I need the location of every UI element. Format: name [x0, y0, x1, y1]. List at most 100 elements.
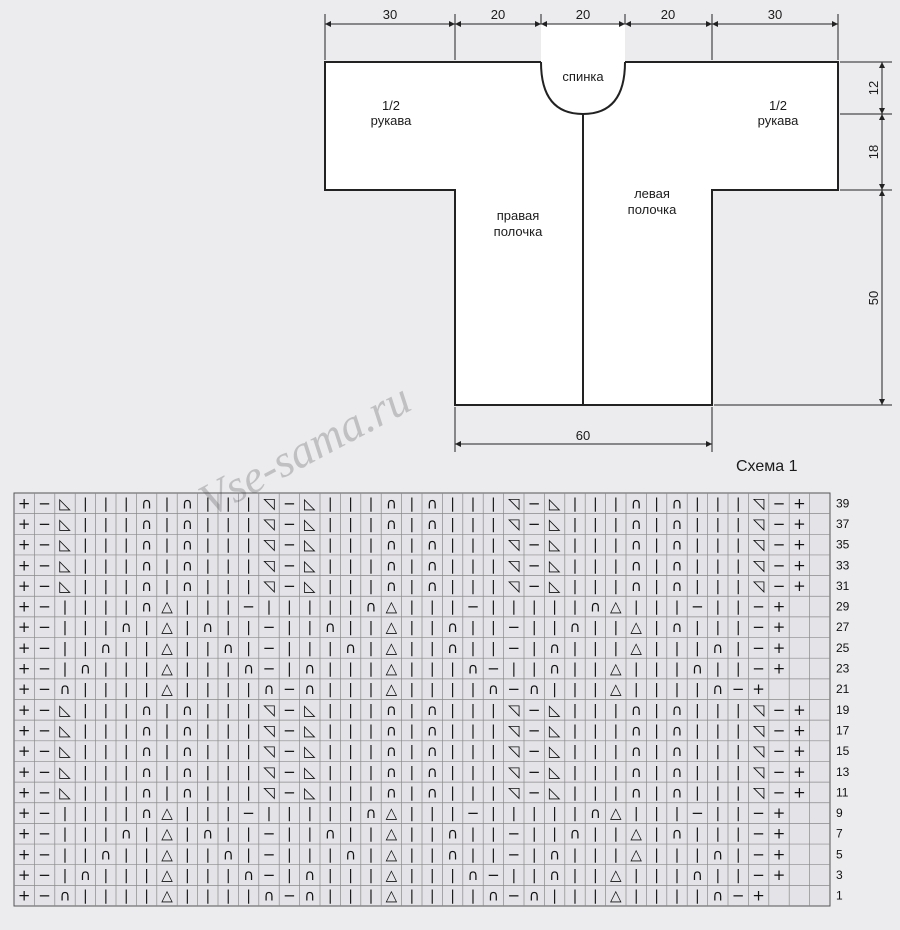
knit-symbol: | — [185, 827, 190, 843]
knit-symbol: | — [185, 641, 190, 657]
knit-symbol: | — [409, 579, 414, 595]
knit-symbol: | — [226, 806, 231, 822]
right-decrease-symbol: ◹ — [508, 515, 520, 533]
purl-symbol: − — [38, 598, 51, 616]
knit-symbol: | — [83, 847, 88, 863]
knit-symbol: | — [654, 558, 659, 574]
purl-symbol: − — [773, 494, 786, 512]
knit-symbol: | — [736, 847, 741, 863]
knit-symbol: | — [736, 517, 741, 533]
decrease-symbol: △ — [610, 804, 622, 822]
knit-symbol: | — [715, 496, 720, 512]
knit-symbol: | — [491, 785, 496, 801]
row-number: 19 — [836, 703, 850, 717]
knit-symbol: | — [348, 662, 353, 678]
purl-symbol: − — [283, 680, 296, 698]
yarn-over-symbol: ∩ — [631, 515, 642, 533]
purl-symbol: − — [38, 783, 51, 801]
knit-symbol: | — [736, 579, 741, 595]
yarn-over-symbol: ∩ — [366, 804, 377, 822]
knit-symbol: | — [593, 538, 598, 554]
edge-stitch-symbol: + — [18, 866, 31, 884]
knit-symbol: | — [307, 827, 312, 843]
decrease-symbol: △ — [610, 887, 622, 905]
knit-symbol: | — [471, 744, 476, 760]
yarn-over-symbol: ∩ — [712, 845, 723, 863]
knit-symbol: | — [226, 517, 231, 533]
yarn-over-symbol: ∩ — [468, 866, 479, 884]
yarn-over-symbol: ∩ — [141, 721, 152, 739]
purl-symbol: − — [283, 887, 296, 905]
right-decrease-symbol: ◹ — [508, 783, 520, 801]
edge-stitch-symbol: + — [18, 556, 31, 574]
knit-symbol: | — [246, 827, 251, 843]
edge-stitch-symbol: + — [18, 618, 31, 636]
yarn-over-symbol: ∩ — [386, 701, 397, 719]
right-decrease-symbol: ◹ — [508, 701, 520, 719]
knit-symbol: | — [593, 682, 598, 698]
knit-symbol: | — [471, 703, 476, 719]
knit-symbol: | — [348, 620, 353, 636]
purl-symbol: − — [467, 598, 480, 616]
knit-symbol: | — [471, 723, 476, 739]
right-decrease-symbol: ◹ — [753, 742, 765, 760]
knit-symbol: | — [185, 600, 190, 616]
knit-symbol: | — [348, 600, 353, 616]
purl-symbol: − — [38, 701, 51, 719]
decrease-symbol: △ — [386, 804, 398, 822]
knit-symbol: | — [593, 723, 598, 739]
decrease-symbol: △ — [161, 845, 173, 863]
knit-symbol: | — [348, 785, 353, 801]
row-number: 35 — [836, 538, 850, 552]
knit-symbol: | — [369, 847, 374, 863]
yarn-over-symbol: ∩ — [529, 887, 540, 905]
knit-symbol: | — [409, 620, 414, 636]
knit-symbol: | — [675, 662, 680, 678]
yarn-over-symbol: ∩ — [570, 825, 581, 843]
knit-symbol: | — [450, 723, 455, 739]
knit-symbol: | — [491, 827, 496, 843]
knit-symbol: | — [715, 827, 720, 843]
knit-symbol: | — [552, 682, 557, 698]
stitch-chart: +−◺|||∩|∩|||◹−◺|||∩|∩|||◹−◺|||∩|∩|||◹−+3… — [13, 492, 850, 907]
knit-symbol: | — [450, 889, 455, 905]
edge-stitch-symbol: + — [18, 804, 31, 822]
purl-symbol: − — [487, 660, 500, 678]
knit-symbol: | — [695, 827, 700, 843]
knit-symbol: | — [205, 765, 210, 781]
knit-symbol: | — [246, 641, 251, 657]
knit-symbol: | — [409, 827, 414, 843]
left-decrease-symbol: ◺ — [59, 701, 71, 719]
knit-symbol: | — [287, 641, 292, 657]
yarn-over-symbol: ∩ — [141, 494, 152, 512]
yarn-over-symbol: ∩ — [672, 577, 683, 595]
knit-symbol: | — [205, 662, 210, 678]
yarn-over-symbol: ∩ — [264, 887, 275, 905]
row-number: 5 — [836, 847, 843, 861]
yarn-over-symbol: ∩ — [672, 701, 683, 719]
knit-symbol: | — [471, 889, 476, 905]
knit-symbol: | — [205, 806, 210, 822]
purl-symbol: − — [283, 742, 296, 760]
yarn-over-symbol: ∩ — [386, 742, 397, 760]
knit-symbol: | — [205, 558, 210, 574]
knit-symbol: | — [450, 785, 455, 801]
dim-right-3: 50 — [866, 291, 881, 305]
left-decrease-symbol: ◺ — [304, 536, 316, 554]
yarn-over-symbol: ∩ — [631, 536, 642, 554]
knit-symbol: | — [450, 662, 455, 678]
row-number: 3 — [836, 868, 843, 882]
knit-symbol: | — [328, 723, 333, 739]
knit-symbol: | — [185, 847, 190, 863]
knit-symbol: | — [205, 785, 210, 801]
decrease-symbol: △ — [161, 618, 173, 636]
dim-top-5: 30 — [768, 7, 782, 22]
purl-symbol: − — [528, 536, 541, 554]
knit-symbol: | — [328, 847, 333, 863]
knit-symbol: | — [165, 496, 170, 512]
yarn-over-symbol: ∩ — [325, 825, 336, 843]
purl-symbol: − — [38, 721, 51, 739]
knit-symbol: | — [715, 806, 720, 822]
knit-symbol: | — [532, 806, 537, 822]
knit-symbol: | — [593, 641, 598, 657]
